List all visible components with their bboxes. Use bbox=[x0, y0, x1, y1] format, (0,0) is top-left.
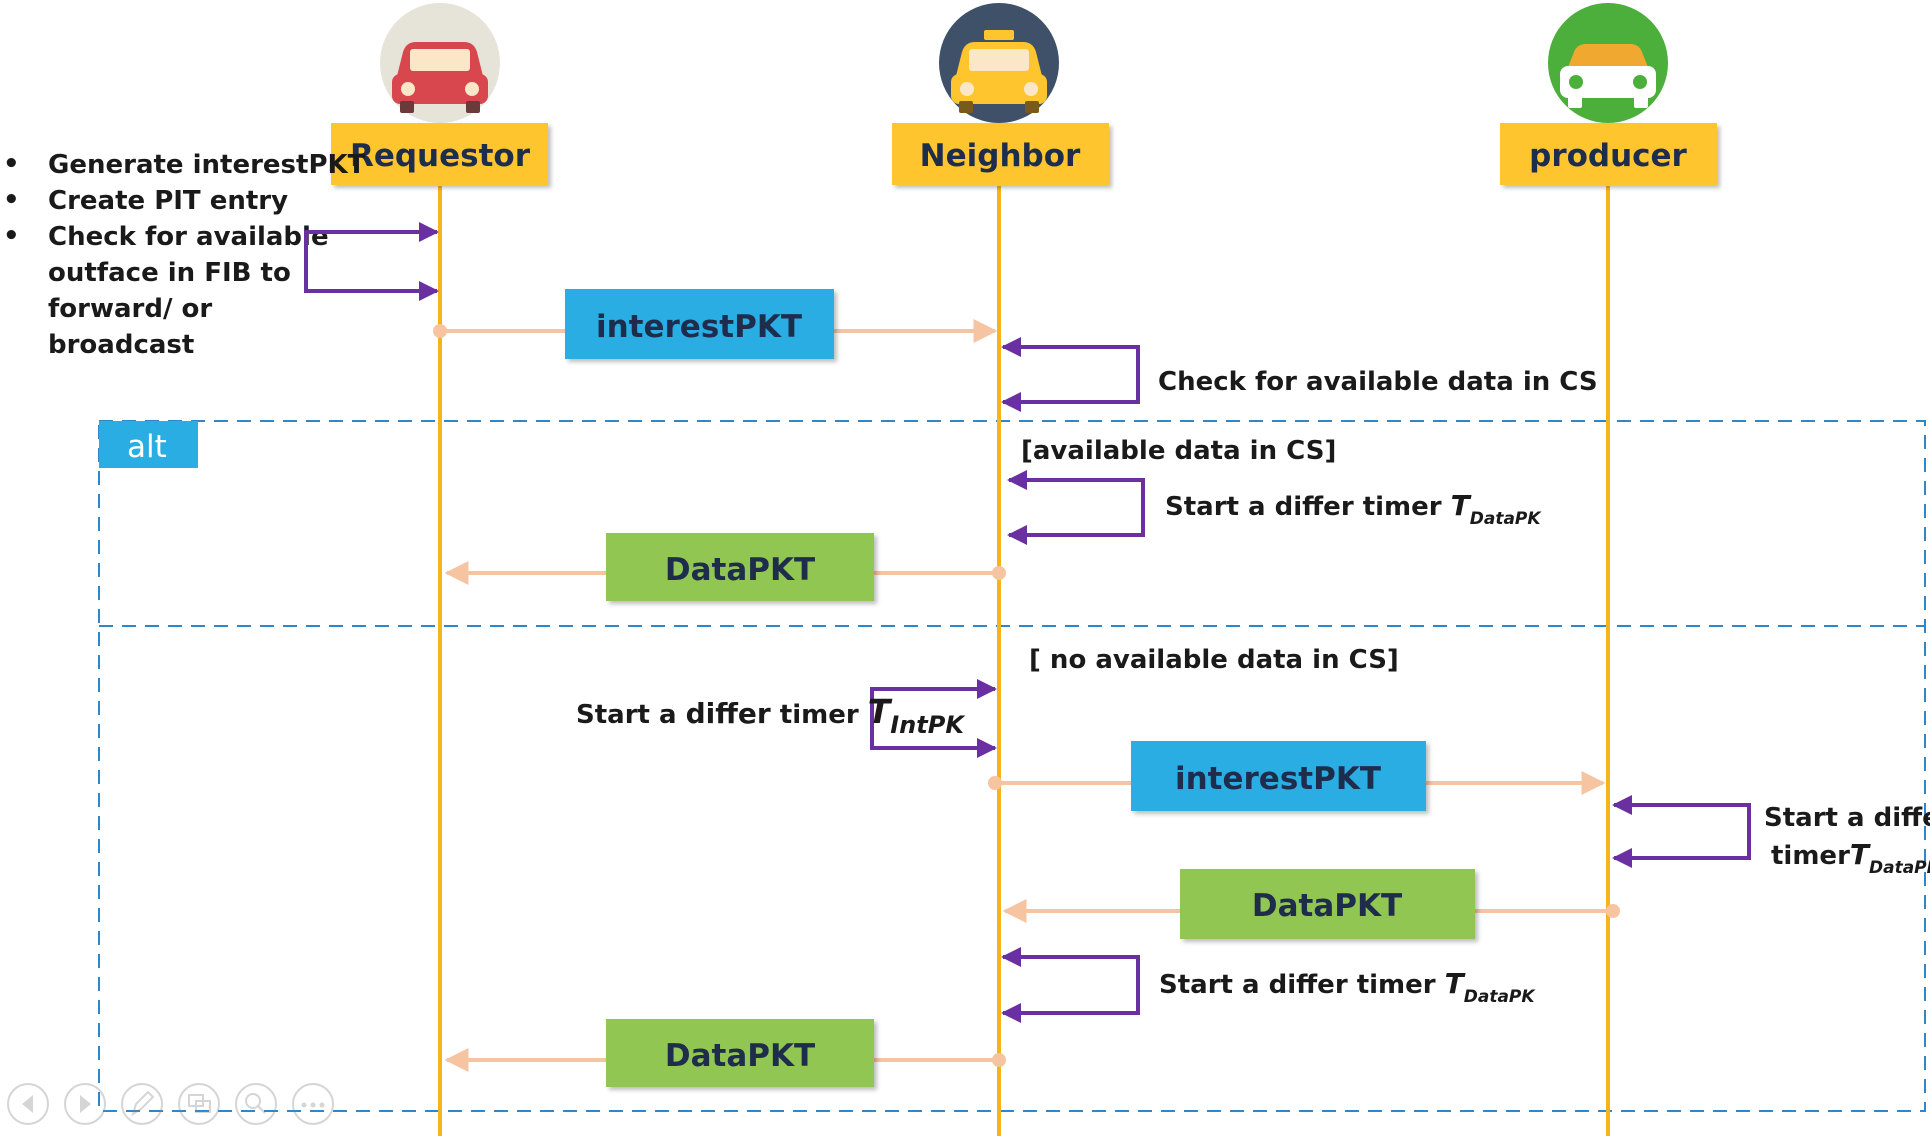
message-interestpkt-1: interestPKT bbox=[565, 289, 834, 359]
participant-neighbor-label: Neighbor bbox=[920, 138, 1081, 174]
participant-producer-label: producer bbox=[1529, 138, 1687, 174]
alt-frame: alt bbox=[98, 420, 1926, 1112]
self-loop-requestor bbox=[304, 222, 439, 301]
red-car-icon bbox=[380, 3, 500, 123]
presentation-toolbar bbox=[7, 1083, 334, 1125]
message-label: DataPKT bbox=[665, 1038, 815, 1074]
self-loop-producer-timer bbox=[1612, 795, 1751, 868]
note-check-cs: Check for available data in CS bbox=[1158, 367, 1598, 397]
self-loop-neighbor-check bbox=[1001, 337, 1140, 412]
zoom-icon[interactable] bbox=[235, 1083, 277, 1125]
yellow-taxi-icon bbox=[939, 3, 1059, 123]
note-timer-datapk-2: Start a differ timer TDataPK bbox=[1159, 967, 1536, 1007]
note-line: Check for available bbox=[48, 222, 329, 252]
guard-available: [available data in CS] bbox=[1021, 436, 1336, 466]
bullet: • bbox=[3, 185, 20, 215]
note-line: Create PIT entry bbox=[48, 186, 288, 216]
message-label: DataPKT bbox=[665, 552, 815, 588]
bullet: • bbox=[3, 221, 20, 251]
message-datapkt-3: DataPKT bbox=[606, 1019, 874, 1087]
note-timer-intpk: Start a differ timer TIntPK bbox=[576, 692, 966, 739]
note-line: outface in FIB to bbox=[48, 258, 291, 288]
participant-requestor-label: Requestor bbox=[350, 138, 531, 174]
note-timer-datapk-1: Start a differ timer TDataPK bbox=[1165, 489, 1542, 529]
green-car-icon bbox=[1548, 3, 1668, 123]
slides-icon[interactable] bbox=[178, 1083, 220, 1125]
message-label: DataPKT bbox=[1252, 888, 1402, 924]
note-line: Generate interestPKT bbox=[48, 150, 366, 180]
bullet: • bbox=[3, 149, 20, 179]
note-line: broadcast bbox=[48, 330, 194, 360]
self-loop-neighbor-timer-1 bbox=[1007, 470, 1145, 545]
more-icon[interactable] bbox=[292, 1083, 334, 1125]
message-datapkt-2: DataPKT bbox=[1180, 869, 1475, 939]
message-interestpkt-2: interestPKT bbox=[1131, 741, 1426, 811]
alt-tag: alt bbox=[127, 429, 167, 465]
message-label: interestPKT bbox=[596, 309, 802, 345]
participant-neighbor: Neighbor bbox=[892, 123, 1109, 185]
guard-no-available: [ no available data in CS] bbox=[1029, 645, 1399, 675]
message-label: interestPKT bbox=[1175, 761, 1381, 797]
message-datapkt-1: DataPKT bbox=[606, 533, 874, 601]
participant-requestor: Requestor bbox=[331, 123, 548, 185]
next-icon[interactable] bbox=[64, 1083, 106, 1125]
pen-icon[interactable] bbox=[121, 1083, 163, 1125]
note-line: Start a differ bbox=[1764, 803, 1930, 833]
prev-icon[interactable] bbox=[7, 1083, 49, 1125]
self-loop-neighbor-intpk bbox=[870, 679, 997, 758]
requestor-notes: • • • Generate interestPKT Create PIT en… bbox=[3, 149, 366, 360]
participant-producer: producer bbox=[1500, 123, 1717, 185]
self-loop-neighbor-timer-2 bbox=[1001, 947, 1140, 1023]
note-line: forward/ or bbox=[48, 294, 212, 324]
